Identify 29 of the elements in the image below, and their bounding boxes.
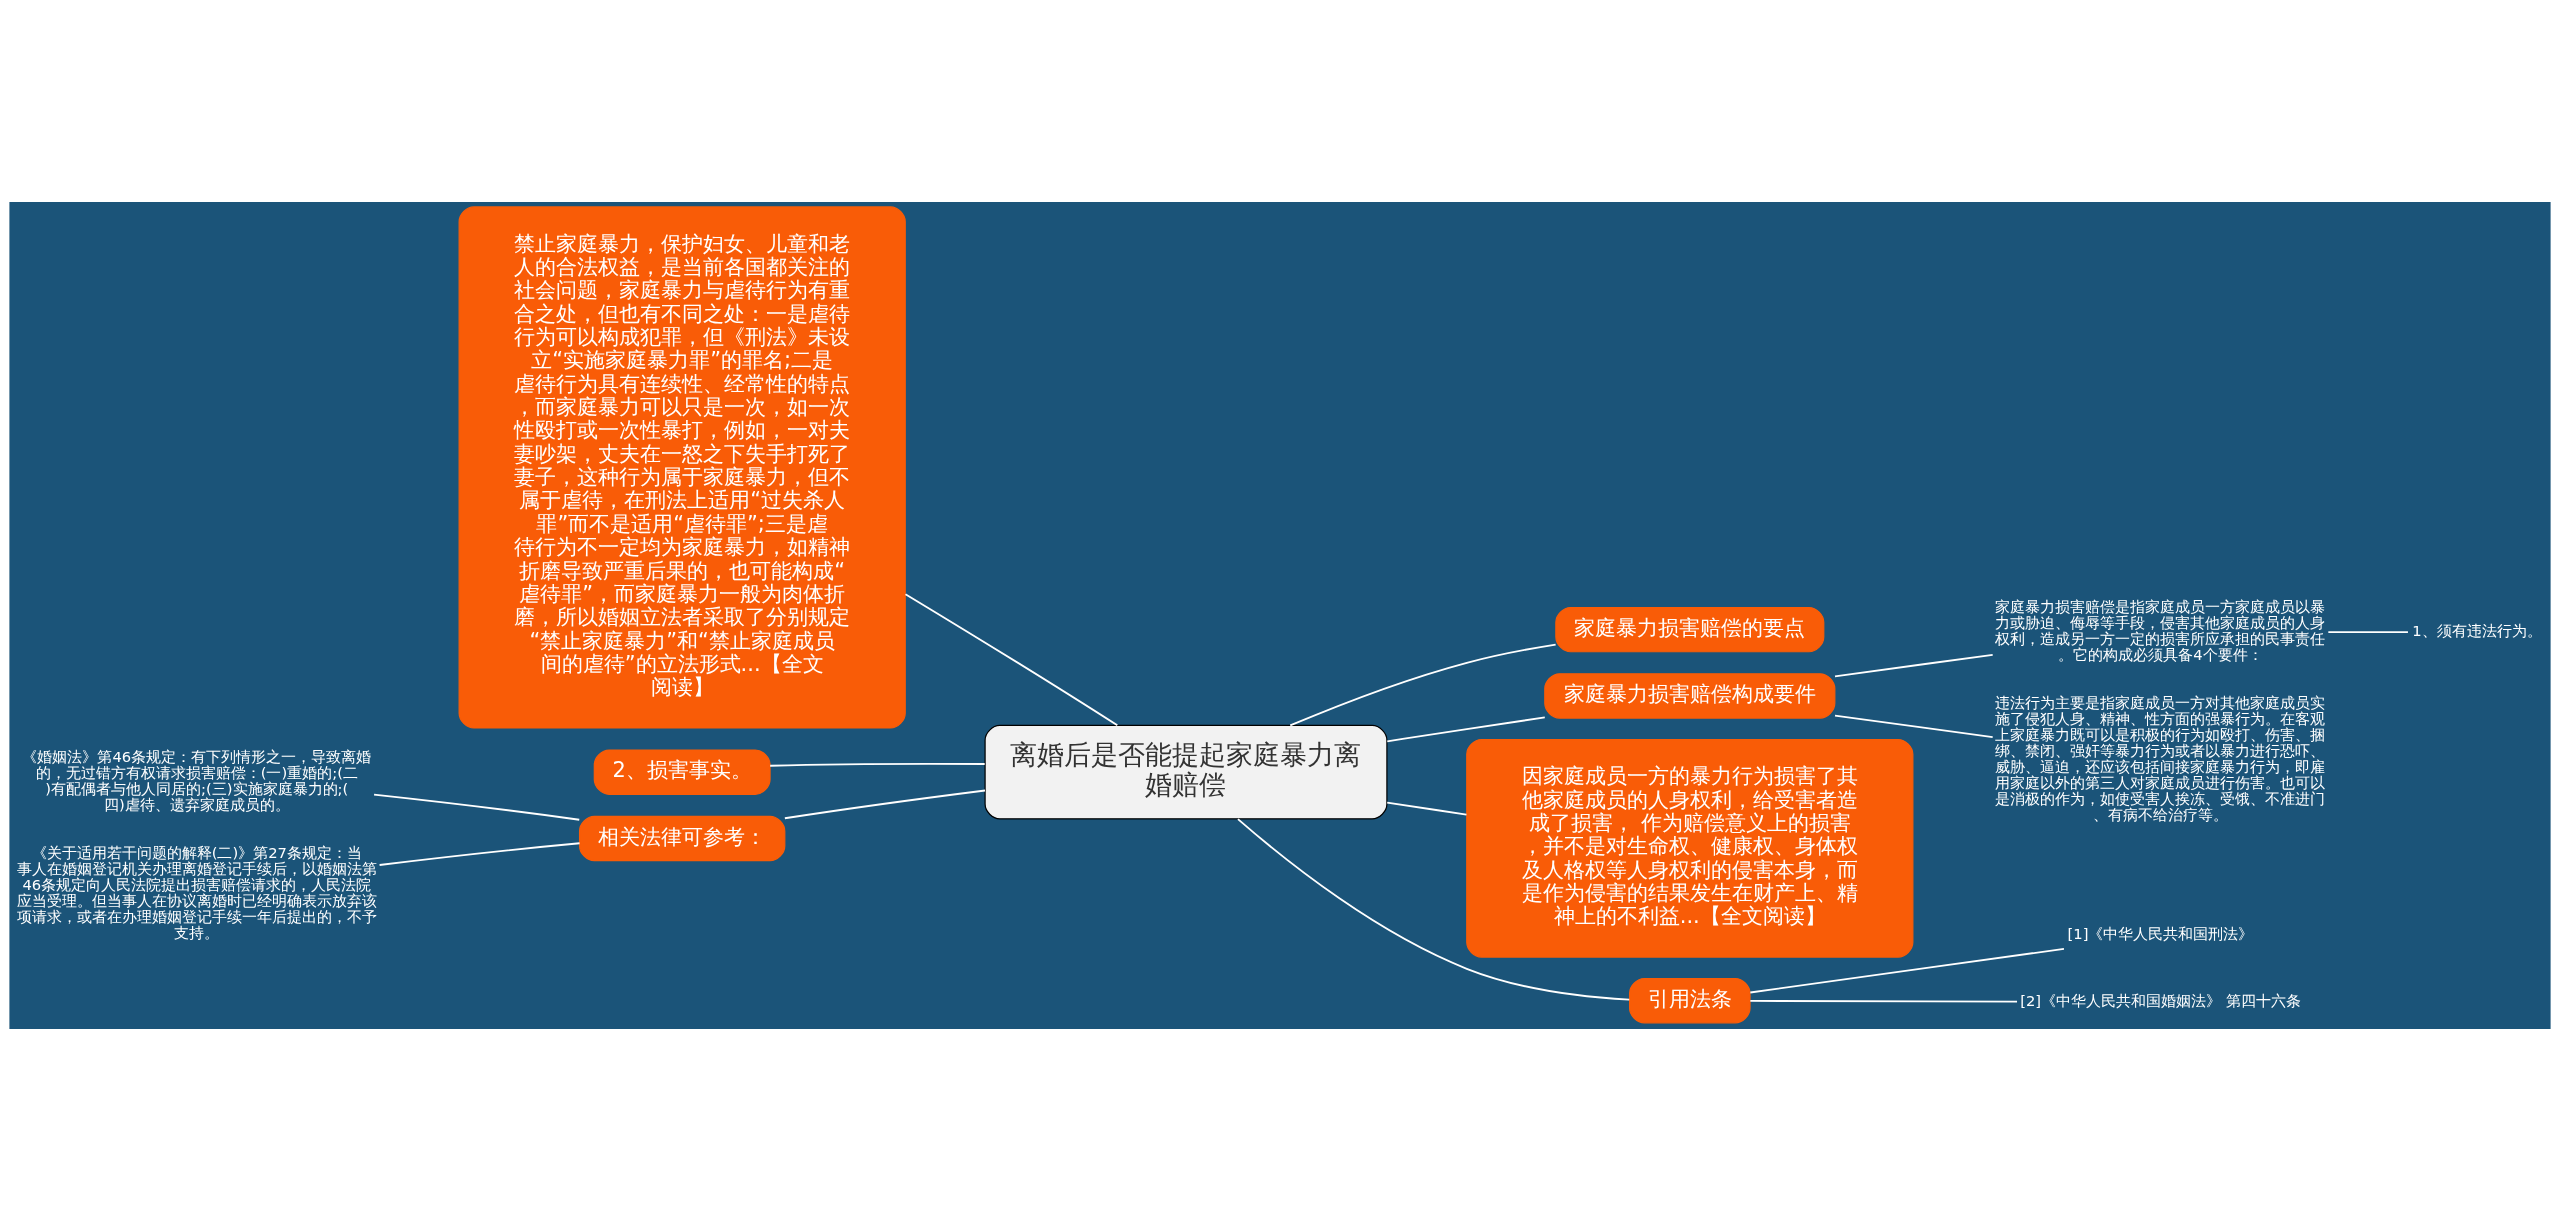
- connector: [1834, 653, 1994, 678]
- connector: [378, 842, 581, 866]
- connector: [2327, 631, 2409, 633]
- connector: [1386, 716, 1546, 743]
- node-text: 违法行为主要是指家庭成员一方对其他家庭成员实施了侵犯人身、精神、性方面的强暴行为。在客观上家庭暴力既可以是积极的行为如殴打、伤害、捆绑、禁闭、强奸等暴力行为或者以暴力进行恐吓、威胁、逼迫，还应该包括间接家庭暴力行为，即雇用家庭以外的第三人对家庭成员进行伤害。也可以是消极的作为，如使受害人挨冻、受饿、不准进门、有病不给治疗等。: [1995, 693, 2326, 823]
- connector: [1289, 643, 1557, 727]
- node-box: 家庭暴力损害赔偿构成要件: [1544, 673, 1836, 719]
- connector: [769, 762, 986, 767]
- node-box: 相关法律可参考：: [578, 815, 786, 862]
- node-text: 1、须有违法行为。: [2412, 621, 2542, 639]
- node-box: 离婚后是否能提起家庭暴力离婚赔偿: [984, 724, 1388, 820]
- connector: [904, 593, 1119, 727]
- node-box: 2、损害事实。: [593, 749, 771, 795]
- node-text: [1]《中华人民共和国刑法》: [2067, 925, 2254, 943]
- connector: [1749, 1000, 2018, 1003]
- connector: [783, 789, 986, 820]
- node-text: [2]《中华人民共和国婚姻法》 第四十六条: [2020, 991, 2301, 1009]
- connector: [1237, 818, 1631, 1001]
- node-box: 因家庭成员一方的暴力行为损害了其他家庭成员的人身权利，给受害者造成了损害， 作为赔偿意义上的损害，并不是对生命权、健康权、身体权及人格权等人身权利的侵害本身，而是作为侵害的结果发生在财产上、精神上的不利益...【全文阅读】: [1466, 739, 1914, 958]
- node-box: 引用法条: [1629, 978, 1751, 1024]
- connector: [373, 793, 581, 821]
- node-text: 《婚姻法》第46条规定：有下列情形之一，导致离婚的，无过错方有权请求损害赔偿：(一)重婚的;(二)有配偶者与他人同居的;(三)实施家庭暴力的;(四)虐待、遗弃家庭成员的。: [22, 747, 372, 813]
- connector: [1749, 947, 2065, 994]
- node-box: 禁止家庭暴力，保护妇女、儿童和老人的合法权益，是当前各国都关注的社会问题，家庭暴力与虐待行为有重合之处，但也有不同之处：一是虐待行为可以构成犯罪，但《刑法》未设立“实施家庭暴力罪”的罪名;二是虐待行为具有连续性、经常性的特点，而家庭暴力可以只是一次，如一次性殴打或一次性暴打，例如，一对夫妻吵架，丈夫在一怒之下失手打死了妻子，这种行为属于家庭暴力，但不属于虐待，在刑法上适用“过失杀人罪”而不是适用“虐待罪”;三是虐待行为不一定均为家庭暴力，如精神折磨导致严重后果的，也可能构成“虐待罪”，而家庭暴力一般为肉体折磨，所以婚姻立法者采取了分别规定“禁止家庭暴力”和“禁止家庭成员间的虐待”的立法形式...【全文阅读】: [458, 206, 906, 729]
- connector: [1834, 714, 1994, 739]
- node-box: 家庭暴力损害赔偿的要点: [1555, 606, 1825, 653]
- node-text: 家庭暴力损害赔偿是指家庭成员一方家庭成员以暴力或胁迫、侮辱等手段，侵害其他家庭成员的人身权利，造成另一方一定的损害所应承担的民事责任。它的构成必须具备4个要件：: [1995, 597, 2326, 663]
- node-text: 《关于适用若干问题的解释(二)》第27条规定：当事人在婚姻登记机关办理离婚登记手续后，以婚姻法第46条规定向人民法院提出损害赔偿请求的，人民法院应当受理。但当事人在协议离婚时已经明确表示放弃该项请求，或者在办理婚姻登记手续一年后提出的，不予支持。: [16, 843, 377, 941]
- connector: [1386, 801, 1468, 816]
